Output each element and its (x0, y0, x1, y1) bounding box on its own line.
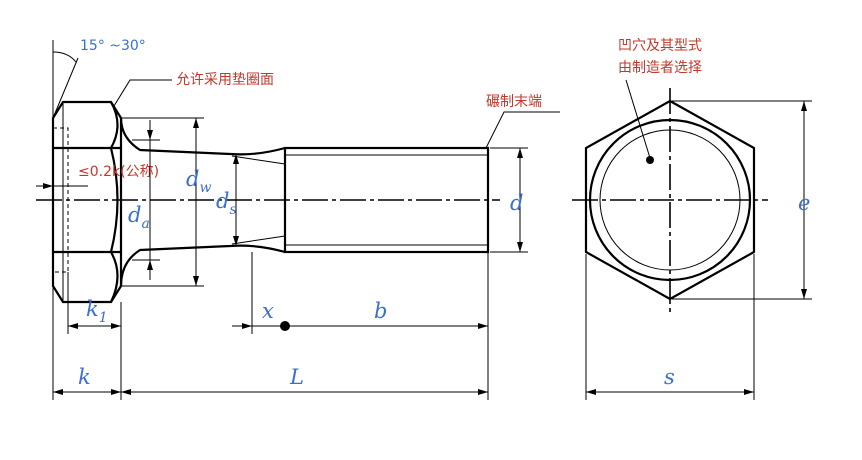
recess-note-line2: 由制造者选择 (618, 60, 702, 76)
L-arrow-right (478, 389, 488, 395)
flat-dim-arrow (43, 183, 53, 189)
chamfer-note-leader (113, 79, 172, 107)
shank-top-profile (119, 117, 286, 156)
d-label: d (510, 191, 523, 215)
flat-note: ≤0.2k(公称) (78, 164, 159, 180)
dw-label: dw (186, 167, 211, 196)
x-arrow (242, 323, 252, 329)
angle-ref-chamfer (52, 57, 79, 119)
s-arrow-right (744, 389, 754, 395)
L-arrow-left (121, 389, 131, 395)
shank-transition-top (231, 155, 286, 165)
x-label: x (262, 299, 274, 323)
end-note: 碾制末端 (486, 94, 542, 110)
recess-note-line1: 凹穴及其型式 (618, 38, 702, 54)
d-arrow-top (517, 148, 523, 158)
side-view: 15° ~30° 允许采用垫圈面 碾制末端 ≤0.2k(公称) dw da (36, 38, 560, 400)
e-label: e (798, 191, 810, 215)
shank-bottom-profile (119, 244, 286, 287)
head-face-arc-bottom (110, 251, 119, 303)
angle-arc (52, 51, 77, 63)
s-arrow-left (586, 389, 596, 395)
s-label: s (664, 365, 675, 389)
dw-arrow-top (193, 118, 199, 128)
k-arrow-right (111, 389, 121, 395)
e-arrow-top (801, 101, 807, 111)
dw-arrow-bottom (193, 276, 199, 286)
da-arrow-top (147, 130, 153, 140)
end-view: 凹穴及其型式 由制造者选择 e s (572, 38, 812, 400)
k-label: k (78, 365, 91, 389)
L-label: L (289, 365, 304, 389)
ds-label: ds (216, 189, 237, 218)
b-arrow-right (478, 323, 488, 329)
shank-transition-bottom (231, 235, 286, 245)
k1-label: k1 (86, 297, 108, 326)
k1-arrow-right (111, 323, 121, 329)
end-note-leader (485, 111, 560, 149)
recess-leader-dot (646, 156, 654, 164)
k-arrow-left (53, 389, 63, 395)
k1-arrow-left (68, 323, 78, 329)
angle-range-label: 15° ~30° (80, 38, 146, 54)
recess-note-leader (625, 79, 651, 159)
chamfer-note: 允许采用垫圈面 (176, 72, 274, 88)
da-arrow-bottom (147, 260, 153, 270)
d-arrow-bottom (517, 242, 523, 252)
da-label: da (128, 203, 150, 232)
e-arrow-bottom (801, 289, 807, 299)
ds-arrow-bottom (233, 236, 239, 246)
head-face-arc-top (110, 101, 119, 149)
b-label: b (374, 299, 387, 323)
ds-arrow-top (233, 154, 239, 164)
